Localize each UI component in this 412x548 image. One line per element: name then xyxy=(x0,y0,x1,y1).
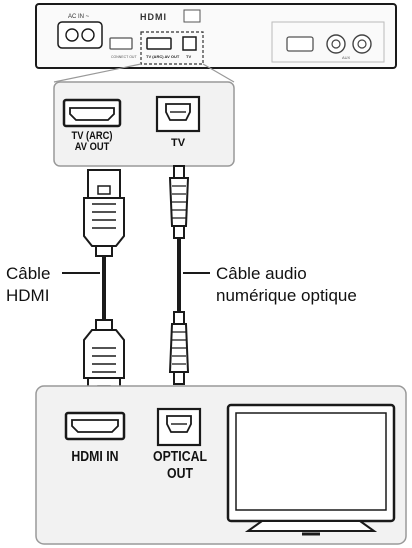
zoom-callout-lines xyxy=(53,63,235,83)
tv-arc-hdmi-port-small xyxy=(146,37,172,50)
device-rear-panel: AC IN ~ HDMI CONNECT OUT TV (ARC) AV OUT… xyxy=(35,3,397,69)
optical-out-label-line2: OUT xyxy=(167,465,194,481)
hdmi-cable-label-line2: HDMI xyxy=(6,286,49,305)
optical-cable-label-line1: Câble audio xyxy=(216,264,307,283)
tv-arc-hdmi-port xyxy=(62,98,122,128)
optical-plug-bottom xyxy=(173,371,185,385)
digital-audio-in-badge xyxy=(183,9,201,23)
tv-screen xyxy=(235,412,387,511)
cable-labels: Câble HDMI Câble audio numérique optique xyxy=(6,264,357,305)
ac-in-label: AC IN ~ xyxy=(68,14,90,20)
tv-arc-label-line1: TV (ARC) xyxy=(72,130,113,142)
tv-small-label: TV xyxy=(186,54,191,59)
tv-arc-label-line2: AV OUT xyxy=(75,141,110,153)
optical-out-label-line1: OPTICAL xyxy=(153,448,207,464)
optical-cable-label-line2: numérique optique xyxy=(216,286,357,305)
rear-right-panel xyxy=(271,21,385,63)
tv-panel: HDMI IN OPTICAL OUT xyxy=(35,385,407,545)
hdmi-in-label: HDMI IN xyxy=(71,448,118,464)
aux-jacks xyxy=(326,34,372,54)
hdmi-cable xyxy=(83,169,125,409)
hdmi-logo: HDMI xyxy=(140,12,167,22)
aux-label: AUX xyxy=(342,55,351,60)
ac-in-socket: AC IN ~ xyxy=(57,14,103,49)
optical-port xyxy=(155,95,201,133)
optical-tv-label: TV xyxy=(171,137,186,149)
optical-cable xyxy=(168,165,190,385)
tv-arc-small-label: TV (ARC) AV OUT xyxy=(146,54,180,59)
optical-port-small xyxy=(182,36,197,51)
optical-out-port xyxy=(156,407,202,447)
highlight-box xyxy=(140,31,204,65)
zoomed-ports-panel: TV (ARC) AV OUT TV xyxy=(53,81,235,167)
connect-out-label: CONNECT OUT xyxy=(111,55,137,59)
usb-port xyxy=(286,36,314,52)
hdmi-in-port xyxy=(64,411,126,441)
optical-plug-top xyxy=(173,165,185,179)
connect-out-hdmi-port xyxy=(109,37,133,50)
tv-stand xyxy=(244,520,378,532)
hdmi-cable-label-line1: Câble xyxy=(6,264,50,283)
television xyxy=(226,403,396,536)
